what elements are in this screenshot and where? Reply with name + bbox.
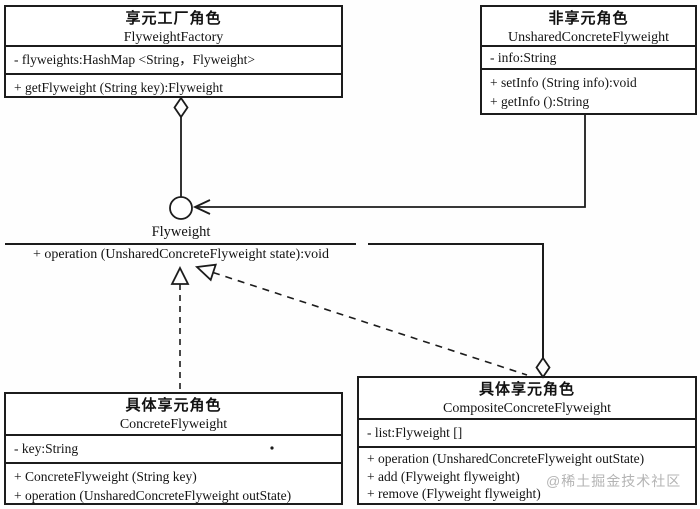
class-name-zh: 具体享元角色	[478, 382, 575, 398]
attributes-section: - info:String	[482, 45, 695, 68]
aggregation-diamond-composite	[535, 356, 551, 379]
class-title-flyweight-factory: 享元工厂角色 FlyweightFactory	[6, 7, 341, 45]
attribute-row: - flyweights:HashMap <String，Flyweight>	[14, 52, 255, 67]
attribute-row: - info:String	[490, 50, 557, 65]
class-name-zh: 具体享元角色	[125, 398, 222, 414]
method-row: + ConcreteFlyweight (String key)	[14, 469, 197, 484]
methods-section: + setInfo (String info):void + getInfo (…	[482, 68, 695, 113]
class-name-en: FlyweightFactory	[123, 30, 224, 45]
method-row: + remove (Flyweight flyweight)	[367, 486, 541, 501]
attribute-row: - key:String	[14, 441, 79, 456]
attributes-section: - flyweights:HashMap <String，Flyweight>	[6, 45, 341, 73]
class-name-en: CompositeConcreteFlyweight	[443, 401, 611, 416]
class-title-concrete: 具体享元角色 ConcreteFlyweight	[6, 394, 341, 434]
methods-section: + operation (UnsharedConcreteFlyweight o…	[359, 446, 695, 503]
attributes-section: - list:Flyweight []	[359, 418, 695, 446]
method-row: + getFlyweight (String key):Flyweight	[14, 80, 223, 95]
class-box-unshared-concrete-flyweight: 非享元角色 UnsharedConcreteFlyweight - info:S…	[480, 5, 697, 115]
method-row: + add (Flyweight flyweight)	[367, 468, 520, 484]
class-name-zh: 非享元角色	[548, 11, 629, 27]
aggregation-diamond-factory	[173, 96, 189, 119]
class-name-en: ConcreteFlyweight	[119, 417, 228, 432]
attribute-row: - list:Flyweight []	[367, 425, 463, 440]
method-row: + setInfo (String info):void	[490, 75, 637, 90]
attributes-section: - key:String	[6, 434, 341, 462]
methods-section: + getFlyweight (String key):Flyweight	[6, 73, 341, 97]
realization-dashed-line-composite	[212, 271, 528, 376]
class-name-en: UnsharedConcreteFlyweight	[508, 30, 669, 45]
interface-name-flyweight: Flyweight	[151, 224, 211, 240]
method-row: + operation (UnsharedConcreteFlyweight o…	[14, 488, 292, 503]
class-box-flyweight-factory: 享元工厂角色 FlyweightFactory - flyweights:Has…	[4, 5, 343, 98]
realization-triangle-concrete	[170, 265, 190, 285]
methods-section: + ConcreteFlyweight (String key) + opera…	[6, 462, 341, 505]
class-box-composite-concrete-flyweight: 具体享元角色 CompositeConcreteFlyweight - list…	[357, 376, 697, 505]
flyweight-lollipop-circle	[169, 196, 193, 220]
class-box-concrete-flyweight: 具体享元角色 ConcreteFlyweight - key:String + …	[4, 392, 343, 505]
open-arrowhead-icon	[192, 199, 211, 215]
aggregation-path-composite	[368, 243, 544, 358]
class-title-unshared: 非享元角色 UnsharedConcreteFlyweight	[482, 7, 695, 45]
method-row: + getInfo ():String	[490, 94, 590, 109]
class-name-zh: 享元工厂角色	[125, 11, 222, 27]
dependency-line-unshared	[196, 115, 586, 208]
interface-operation-label: + operation (UnsharedConcreteFlyweight s…	[33, 247, 329, 262]
method-row: + operation (UnsharedConcreteFlyweight o…	[367, 451, 645, 466]
watermark-label: @稀土掘金技术社区	[546, 473, 682, 489]
class-title-composite: 具体享元角色 CompositeConcreteFlyweight	[359, 378, 695, 418]
realization-triangle-composite	[194, 263, 217, 282]
